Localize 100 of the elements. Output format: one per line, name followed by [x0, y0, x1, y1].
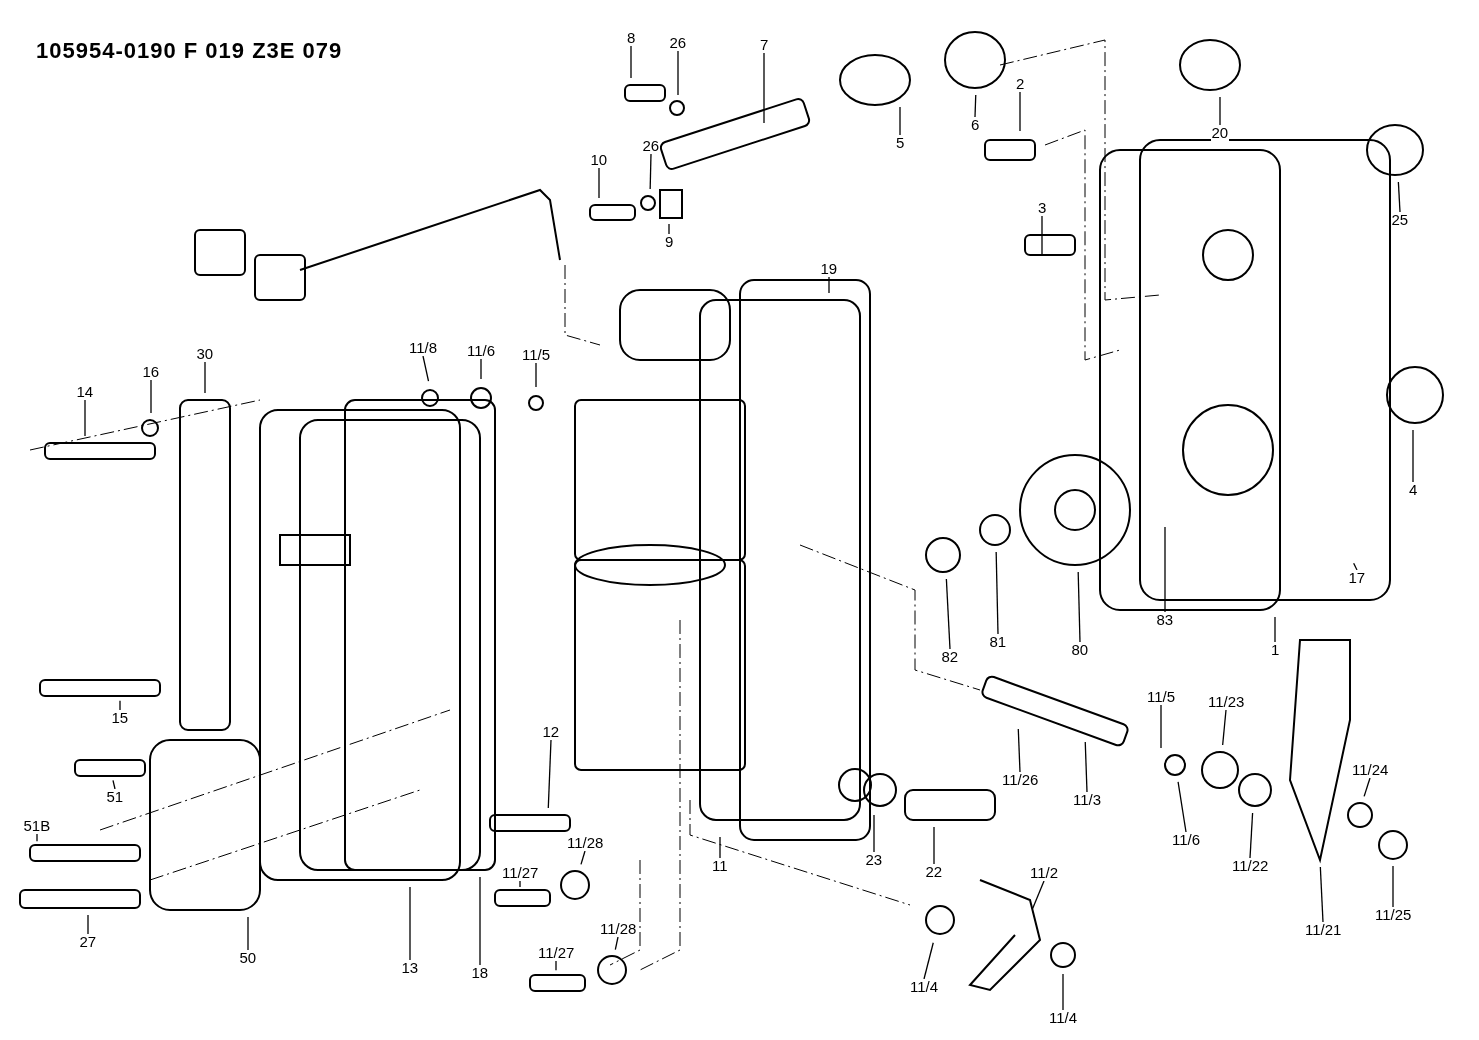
leader-line	[247, 916, 249, 951]
callout-number: 11/4	[909, 979, 940, 995]
callout-number: 6	[970, 117, 981, 133]
leader-line	[763, 52, 765, 124]
callout-number: 3	[1037, 200, 1048, 216]
callout-number: 11/6	[1171, 832, 1202, 848]
callout-number: 20	[1210, 125, 1230, 141]
callout-number: 5	[895, 135, 906, 151]
leader-line	[1019, 91, 1021, 132]
leader-line	[422, 355, 430, 382]
leader-line	[87, 914, 89, 935]
callout-number: 50	[238, 950, 258, 966]
leader-line	[899, 106, 901, 136]
callout-number: 1	[1270, 642, 1281, 658]
callout-number: 80	[1070, 642, 1090, 658]
leader-line	[1160, 704, 1162, 749]
leader-line	[1249, 812, 1254, 859]
leader-line	[84, 399, 86, 437]
leader-line	[519, 880, 521, 888]
leader-line	[555, 960, 557, 971]
callout-number: 16	[141, 364, 161, 380]
leader-line	[204, 361, 206, 394]
callout-number: 11/2	[1029, 865, 1060, 881]
leader-line	[995, 551, 999, 635]
callout-number: 11/28	[599, 921, 638, 937]
callout-number: 11/26	[1001, 772, 1040, 788]
leader-line	[1397, 181, 1401, 213]
leader-line	[1177, 781, 1187, 833]
callout-number: 11/21	[1304, 922, 1343, 938]
leader-line	[1017, 728, 1021, 773]
leader-line	[945, 578, 951, 650]
leader-line	[649, 153, 652, 190]
leader-line	[1219, 96, 1221, 126]
leader-line	[933, 826, 935, 865]
callout-number: 11/28	[566, 835, 605, 851]
leader-line	[1041, 215, 1043, 256]
leader-line	[1222, 709, 1227, 746]
leader-line	[1392, 865, 1394, 908]
part-number-heading: 105954-0190 F 019 Z3E 079	[36, 38, 343, 64]
callout-number: 11/4	[1048, 1010, 1079, 1026]
leader-line	[974, 94, 977, 118]
leader-line	[677, 50, 679, 96]
leader-line	[1084, 741, 1088, 793]
callout-number: 81	[988, 634, 1008, 650]
leader-line	[614, 936, 619, 951]
callout-number: 11/5	[521, 347, 552, 363]
callout-number: 11/27	[537, 945, 576, 961]
callout-number: 14	[75, 384, 95, 400]
callout-number: 11/25	[1374, 907, 1413, 923]
callout-number: 8	[626, 30, 637, 46]
callout-number: 4	[1408, 482, 1419, 498]
callout-number: 51	[105, 789, 125, 805]
leader-line	[150, 379, 152, 414]
leader-line	[1077, 571, 1081, 643]
leader-line	[119, 700, 121, 711]
callout-number: 11/5	[1146, 689, 1177, 705]
callout-number: 51B	[22, 818, 52, 834]
callout-number: 26	[668, 35, 688, 51]
leader-line	[1062, 973, 1064, 1011]
leader-line	[873, 814, 875, 853]
leader-line	[480, 358, 482, 380]
callout-number: 11/24	[1351, 762, 1390, 778]
leader-line	[668, 223, 670, 235]
callout-number: 11/23	[1207, 694, 1246, 710]
callout-number: 11/27	[501, 865, 540, 881]
callout-number: 82	[940, 649, 960, 665]
callout-number: 22	[924, 864, 944, 880]
callout-number: 2	[1015, 76, 1026, 92]
leader-line	[112, 779, 116, 790]
callout-number: 11/22	[1231, 858, 1270, 874]
leader-line	[409, 886, 411, 961]
callout-number: 19	[819, 261, 839, 277]
leader-line	[828, 276, 830, 294]
leader-line	[923, 942, 934, 980]
leader-line	[36, 833, 38, 842]
callout-number: 10	[589, 152, 609, 168]
callout-number: 15	[110, 710, 130, 726]
callout-number: 12	[541, 724, 561, 740]
callout-number: 11/3	[1072, 792, 1103, 808]
leader-line	[1164, 526, 1166, 613]
leader-line	[535, 362, 537, 388]
callout-number: 11	[711, 858, 729, 874]
leader-line	[580, 850, 586, 865]
leader-line	[1412, 429, 1414, 483]
callout-number: 9	[664, 234, 675, 250]
leader-line	[1319, 866, 1324, 923]
callout-number: 11/8	[408, 340, 439, 356]
callout-number: 11/6	[466, 343, 497, 359]
callout-number: 23	[864, 852, 884, 868]
leader-line	[630, 45, 632, 79]
callout-number: 26	[641, 138, 661, 154]
callout-number: 30	[195, 346, 215, 362]
callout-number: 83	[1155, 612, 1175, 628]
leader-line	[479, 876, 481, 966]
callout-number: 17	[1347, 570, 1367, 586]
leader-line	[719, 836, 721, 859]
leader-line	[598, 167, 600, 199]
callout-number: 27	[78, 934, 98, 950]
leader-line	[1032, 880, 1045, 910]
leader-line	[1363, 777, 1371, 797]
